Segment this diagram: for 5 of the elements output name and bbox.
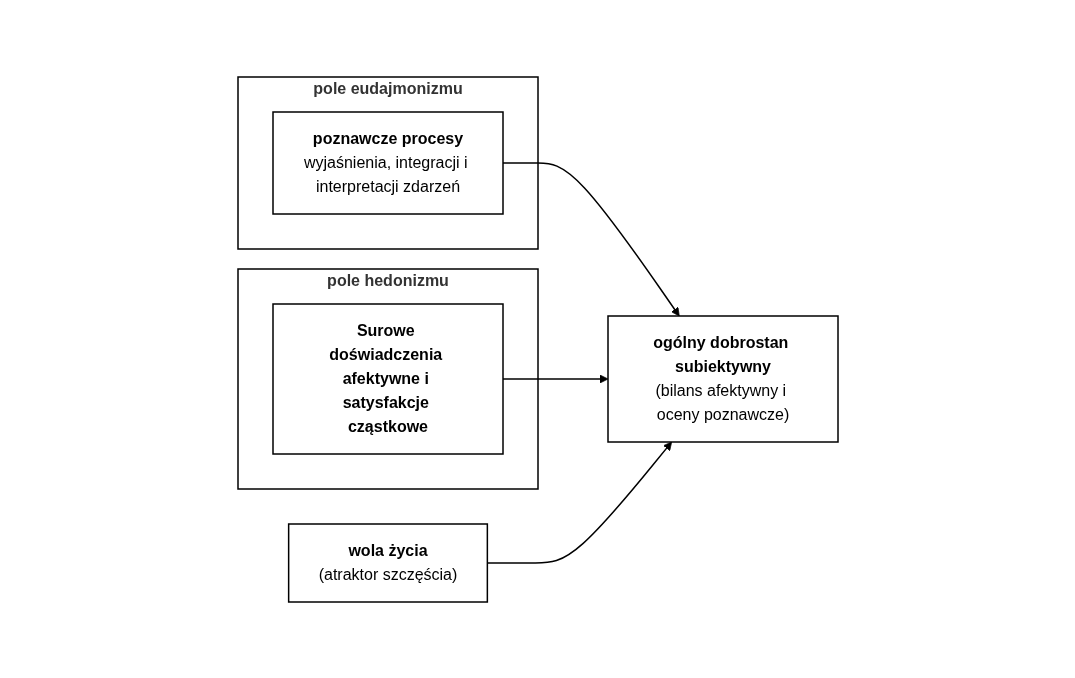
node-box: Surowe doświadczenia afektywne i satysfakcje cząstkowe: [271, 302, 504, 455]
node-box: ogólny dobrostan subiektywny (bilans afektywny i oceny poznawcze): [606, 314, 839, 443]
node-box: wola życia (atraktor szczęścia): [287, 522, 488, 603]
node-box: poznawcze procesy wyjaśnienia, integracji i interpretacji zdarzeń: [271, 110, 504, 215]
arrow: [486, 441, 672, 564]
